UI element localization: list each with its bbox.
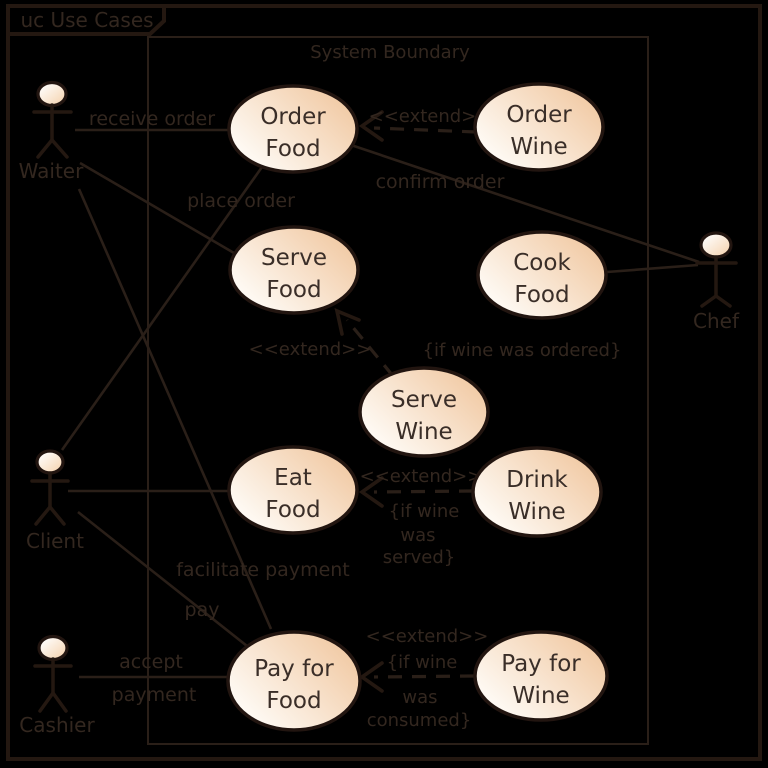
label-facilitate-payment: facilitate payment [176,559,350,581]
system-boundary-label: System Boundary [310,42,470,63]
extend-arrowhead-serve-food [334,308,361,336]
usecase-serve-food: Serve Food [228,225,360,315]
extend-line-serve-wine-to-serve-food [345,318,395,378]
usecase-order-wine-line1: Order [506,102,572,128]
actor-client: Client [26,449,84,553]
usecase-serve-wine-ellipse [358,366,490,458]
extend-arrowhead-eat-food [358,476,384,508]
cashier-head [37,634,69,662]
extend-arrowhead-pay-food [358,661,384,693]
usecase-cook-food-line1: Cook [513,250,571,276]
usecase-eat-food-ellipse [227,445,359,535]
chef-label: Chef [693,309,740,333]
usecase-order-wine: Order Wine [473,82,605,172]
actor-chef: Chef [693,231,740,333]
usecase-order-wine-ellipse [473,82,605,172]
chef-legs [700,293,732,308]
association-waiter-pay-for-food [77,188,273,630]
extend-line-order-wine-to-order-food [373,126,477,134]
frame-title: uc Use Cases [20,8,153,32]
usecase-pay-for-wine: Pay for Wine [473,630,609,722]
label-receive-order: receive order [89,108,215,130]
label-confirm-order: confirm order [376,171,505,193]
label-accept: accept [119,651,183,673]
condition-if-wine-ordered: {if wine was ordered} [423,340,622,361]
usecase-drink-wine-line2: Wine [508,499,565,525]
usecase-serve-wine-line2: Wine [395,419,452,445]
diagram-frame [6,4,762,761]
usecase-eat-food-line1: Eat [274,465,312,491]
client-head [35,449,65,475]
usecase-pay-for-wine-line1: Pay for [501,651,581,677]
usecase-serve-food-line1: Serve [261,245,327,271]
usecase-order-food-ellipse [227,84,359,174]
usecase-pay-for-food-line2: Food [266,688,321,714]
usecase-order-wine-line2: Wine [510,134,567,160]
label-payment: payment [112,684,197,706]
client-legs [34,504,66,526]
usecase-serve-food-ellipse [228,225,360,315]
waiter-label: Waiter [19,159,84,183]
usecase-eat-food: Eat Food [227,445,359,535]
cashier-legs [38,690,68,713]
usecase-eat-food-line2: Food [265,497,320,523]
condition-if-wine-consumed-line1: {if wine [387,652,458,673]
label-extend-drink-wine: <<extend>> [360,466,483,487]
usecase-serve-wine-line1: Serve [391,387,457,413]
condition-if-wine-consumed-line2: was [402,687,437,708]
label-extend-serve-wine: <<extend>> [249,339,372,360]
label-place-order: place order [187,190,295,212]
usecase-cook-food-line2: Food [514,282,569,308]
usecase-order-food: Order Food [227,84,359,174]
usecase-drink-wine: Drink Wine [471,446,603,538]
system-boundary-box [147,36,649,745]
label-extend-order-wine: <<extend>> [369,106,492,127]
condition-if-wine-served-line3: served} [383,547,455,568]
usecase-order-food-line2: Food [265,136,320,162]
usecase-serve-food-line2: Food [266,277,321,303]
association-order-food-chef [350,143,700,264]
usecase-serve-wine: Serve Wine [358,366,490,458]
label-extend-pay-wine: <<extend>> [366,626,489,647]
actor-cashier: Cashier [19,634,95,737]
waiter-head [36,80,68,108]
usecase-pay-for-wine-line2: Wine [512,683,569,709]
extend-line-drink-wine-to-eat-food [373,489,474,494]
client-label: Client [26,529,84,553]
chef-head [699,231,733,259]
condition-if-wine-served-line2: was [400,525,435,546]
association-cook-food-chef [606,263,699,274]
association-waiter-serve-food [79,161,235,255]
condition-if-wine-served-line1: {if wine [389,501,460,522]
usecase-pay-for-food: Pay for Food [226,630,362,732]
usecase-cook-food: Cook Food [476,230,608,320]
association-client-order-food [60,166,264,451]
extend-arrowhead-order-food [358,110,384,142]
cashier-label: Cashier [19,713,95,737]
usecase-drink-wine-ellipse [471,446,603,538]
usecase-drink-wine-line1: Drink [506,467,568,493]
usecase-order-food-line1: Order [260,104,326,130]
waiter-legs [36,137,69,159]
label-pay: pay [185,599,220,621]
actor-waiter: Waiter [19,80,84,183]
usecase-pay-for-food-line1: Pay for [254,656,334,682]
association-client-pay-for-food [77,510,248,648]
frame-title-tab [6,4,166,36]
usecase-pay-for-food-ellipse [226,630,362,732]
condition-if-wine-consumed-line3: consumed} [367,710,472,731]
extend-line-pay-wine-to-pay-food [373,674,475,679]
usecase-cook-food-ellipse [476,230,608,320]
usecase-pay-for-wine-ellipse [473,630,609,722]
